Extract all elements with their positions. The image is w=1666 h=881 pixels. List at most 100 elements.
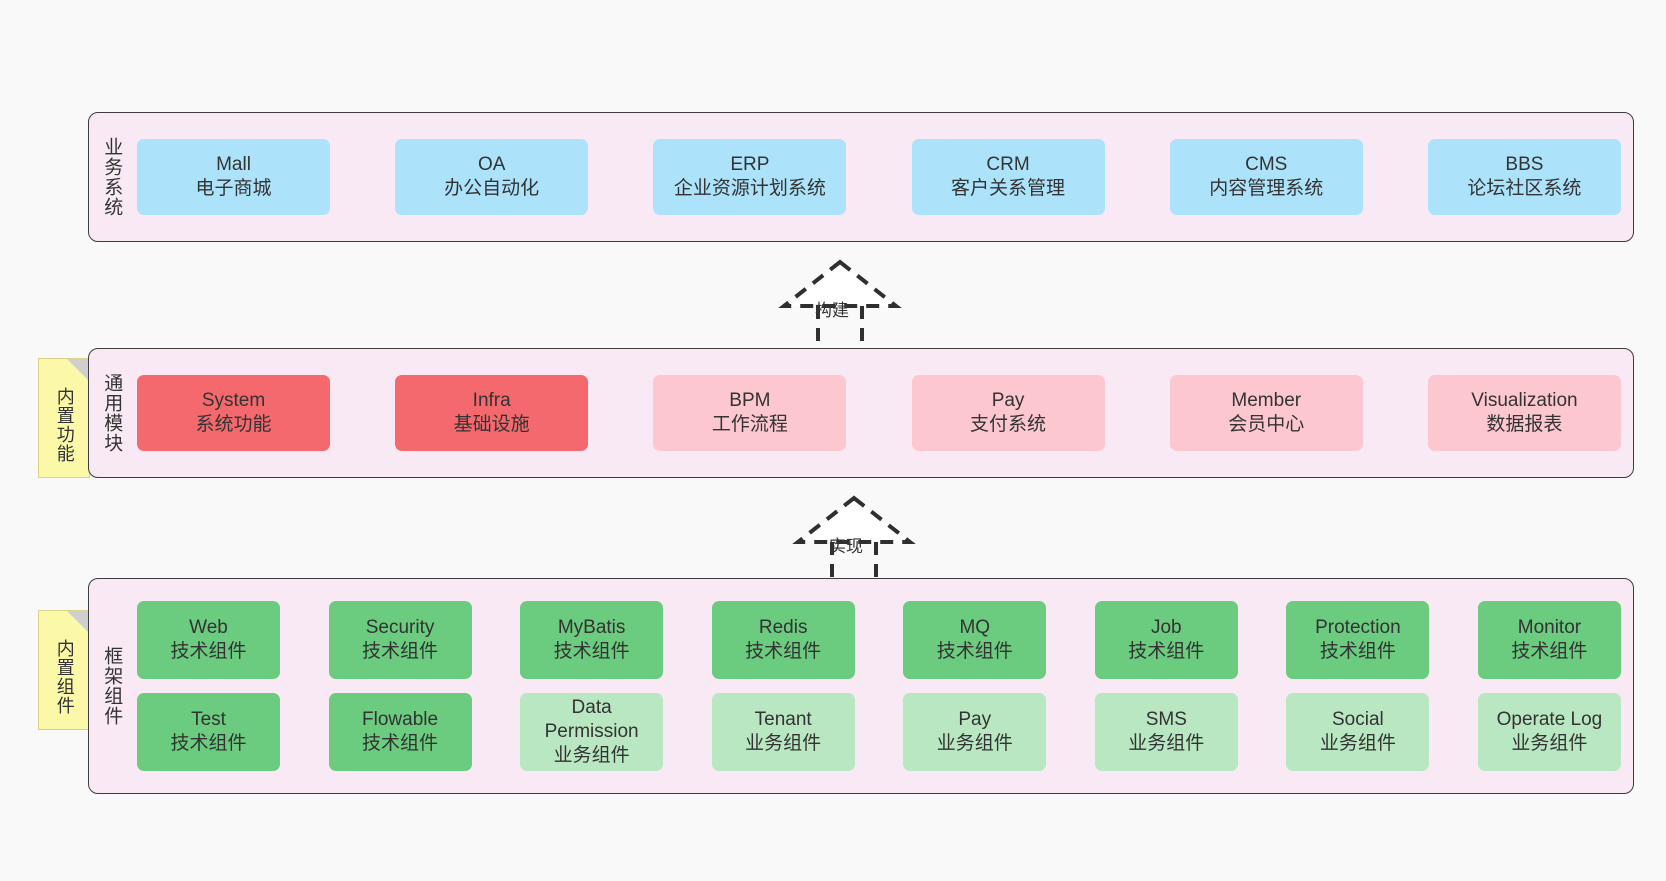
node-social[interactable]: Social 业务组件 [1286, 693, 1430, 771]
node-title: Data Permission [544, 696, 639, 742]
node-sms[interactable]: SMS 业务组件 [1094, 693, 1238, 771]
node-title: Redis [758, 616, 808, 638]
node-bpm[interactable]: BPM 工作流程 [653, 375, 847, 451]
node-title: SMS [1145, 708, 1187, 730]
node-subtitle: 基础设施 [453, 414, 530, 435]
node-subtitle: 技术组件 [936, 641, 1013, 662]
note-builtin-component: 内置组件 [38, 610, 90, 730]
node-flowable[interactable]: Flowable 技术组件 [328, 693, 472, 771]
node-subtitle: 业务组件 [1511, 733, 1588, 754]
node-title: CMS [1245, 153, 1288, 175]
node-security[interactable]: Security 技术组件 [328, 601, 472, 679]
note-builtin-function-text: 内置功能 [54, 387, 75, 463]
node-title: ERP [730, 153, 770, 175]
note-fold-corner-icon [67, 611, 89, 633]
node-subtitle: 业务组件 [936, 733, 1013, 754]
node-title: Monitor [1517, 616, 1582, 638]
node-title: Member [1231, 389, 1302, 411]
node-oa[interactable]: OA 办公自动化 [395, 139, 589, 215]
node-title: Tenant [754, 708, 812, 730]
node-subtitle: 客户关系管理 [951, 178, 1066, 199]
node-crm[interactable]: CRM 客户关系管理 [911, 139, 1105, 215]
node-mall[interactable]: Mall 电子商城 [137, 139, 330, 215]
node-title: BPM [729, 389, 771, 411]
node-title: Job [1150, 616, 1182, 638]
node-data-permission[interactable]: Data Permission 业务组件 [520, 693, 664, 771]
connector-implement-label: 实现 [829, 537, 863, 556]
note-builtin-component-text: 内置组件 [54, 639, 75, 715]
node-subtitle: 办公自动化 [444, 178, 540, 199]
node-subtitle: 技术组件 [1319, 641, 1396, 662]
node-title: CRM [986, 153, 1030, 175]
node-title: Security [365, 616, 435, 638]
node-title: MQ [959, 616, 991, 638]
node-title: Social [1332, 708, 1384, 730]
node-test[interactable]: Test 技术组件 [137, 693, 280, 771]
node-title: Pay [958, 708, 992, 730]
node-title: BBS [1505, 153, 1544, 175]
node-pay[interactable]: Pay 业务组件 [903, 693, 1047, 771]
node-subtitle: 技术组件 [362, 733, 439, 754]
node-job[interactable]: Job 技术组件 [1094, 601, 1238, 679]
node-title: Web [189, 616, 228, 638]
connector-build-arrowhead [778, 259, 902, 308]
node-infra[interactable]: Infra 基础设施 [395, 375, 589, 451]
node-subtitle: 业务组件 [1128, 733, 1205, 754]
layer-framework-component-title: 框架组件 [101, 646, 123, 726]
node-title: Mall [216, 153, 251, 175]
node-title: Visualization [1471, 389, 1578, 411]
node-web[interactable]: Web 技术组件 [137, 601, 280, 679]
node-title: Operate Log [1496, 708, 1603, 730]
connector-implement: 实现 [770, 492, 950, 584]
note-builtin-function: 内置功能 [38, 358, 90, 478]
node-subtitle: 技术组件 [1511, 641, 1588, 662]
node-operate-log[interactable]: Operate Log 业务组件 [1477, 693, 1621, 771]
node-subtitle: 技术组件 [1128, 641, 1205, 662]
node-erp[interactable]: ERP 企业资源计划系统 [653, 139, 847, 215]
node-title: Flowable [362, 708, 439, 730]
node-subtitle: 业务组件 [553, 745, 630, 767]
node-subtitle: 工作流程 [711, 414, 788, 435]
node-subtitle: 技术组件 [362, 641, 439, 662]
node-title: Test [191, 708, 226, 730]
node-title: OA [477, 153, 506, 175]
connector-build-stem [816, 306, 864, 348]
node-subtitle: 电子商城 [195, 178, 272, 199]
node-subtitle: 技术组件 [170, 733, 247, 754]
node-subtitle: 企业资源计划系统 [673, 178, 826, 199]
node-subtitle: 技术组件 [170, 641, 247, 662]
connector-build-label: 构建 [815, 301, 849, 320]
connector-build: 构建 [756, 256, 936, 348]
node-subtitle: 数据报表 [1486, 414, 1563, 435]
layer-common-module-title: 通用模块 [101, 373, 123, 453]
node-member[interactable]: Member 会员中心 [1169, 375, 1363, 451]
note-fold-corner-icon [67, 359, 89, 381]
node-visualization[interactable]: Visualization 数据报表 [1427, 375, 1621, 451]
framework-business-node-row: Test 技术组件 Flowable 技术组件 Data Permission 业务组件 T… [137, 693, 1621, 771]
node-mq[interactable]: MQ 技术组件 [903, 601, 1047, 679]
connector-implement-arrowhead [792, 495, 916, 544]
node-subtitle: 会员中心 [1228, 414, 1305, 435]
node-title: Infra [472, 389, 511, 411]
node-monitor[interactable]: Monitor 技术组件 [1477, 601, 1621, 679]
node-title: System [201, 389, 266, 411]
node-subtitle: 业务组件 [1319, 733, 1396, 754]
node-subtitle: 技术组件 [553, 641, 630, 662]
